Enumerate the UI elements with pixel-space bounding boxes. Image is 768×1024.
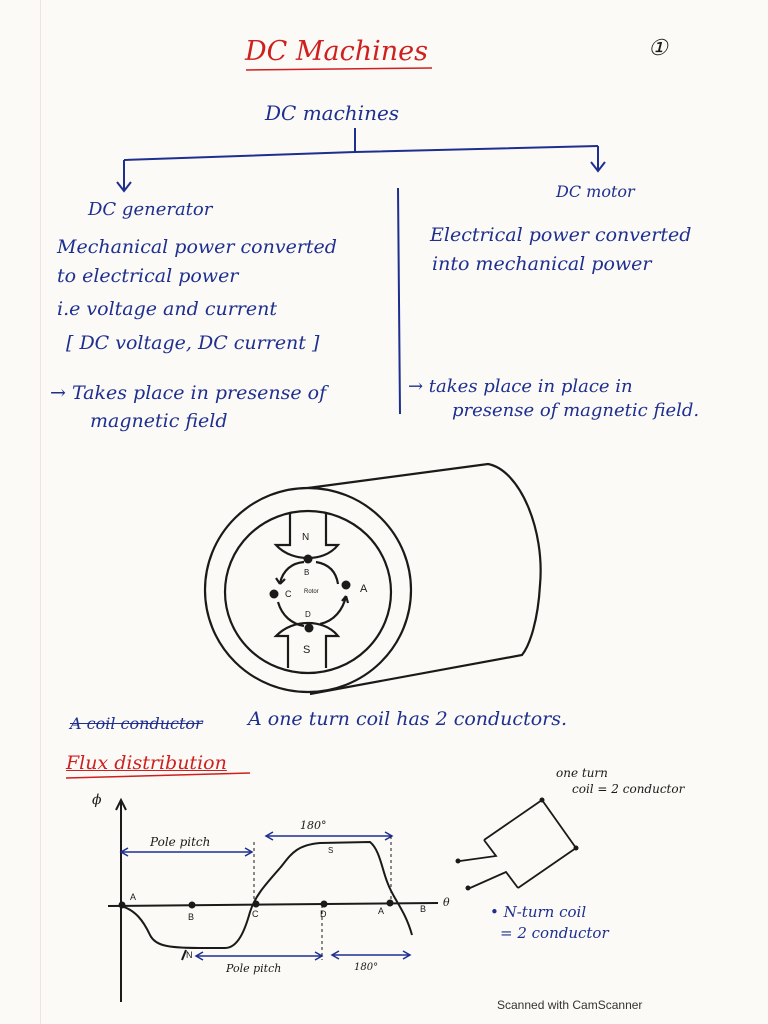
generator-note-2: magnetic field bbox=[90, 410, 228, 432]
generator-heading: DC generator bbox=[88, 199, 213, 220]
motor-note-1: → takes place in place in bbox=[408, 376, 633, 397]
theta-label: θ bbox=[443, 896, 450, 909]
pole-pitch-top-label: Pole pitch bbox=[149, 835, 210, 849]
dc-machine-drawing bbox=[203, 462, 542, 696]
conductor-c bbox=[269, 589, 279, 599]
n-turn-coil-2: = 2 conductor bbox=[500, 924, 609, 942]
coil-note-text: A one turn coil has 2 conductors. bbox=[248, 708, 568, 730]
conductor-b bbox=[303, 554, 313, 564]
generator-note-1: → Takes place in presense of bbox=[50, 382, 327, 404]
rotor-label: Rotor bbox=[304, 589, 319, 595]
coil-label-2: coil = 2 conductor bbox=[572, 782, 685, 796]
struck-coil-conductor: A coil conductor bbox=[70, 714, 203, 733]
flux-b-label: B bbox=[188, 912, 194, 922]
flux-d-label: D bbox=[320, 909, 327, 919]
conductor-d bbox=[304, 623, 314, 633]
generator-line-1: Mechanical power converted bbox=[57, 236, 337, 258]
motor-line-2: into mechanical power bbox=[432, 253, 652, 275]
rotation-arrow-3 bbox=[276, 601, 305, 628]
point-b-label: B bbox=[304, 568, 309, 577]
flux-points bbox=[118, 899, 394, 909]
flux-annotations bbox=[119, 831, 412, 961]
page-number: ① bbox=[648, 36, 668, 61]
phi-label: ϕ bbox=[92, 792, 102, 808]
deg-top-label: 180° bbox=[300, 819, 327, 832]
coil-lead-1 bbox=[459, 839, 498, 862]
conductor-points bbox=[269, 554, 351, 633]
point-c-label: C bbox=[285, 589, 292, 599]
coil-lead-2 bbox=[469, 870, 519, 889]
n-turn-coil-1: • N-turn coil bbox=[490, 903, 587, 921]
conductor-a bbox=[341, 580, 351, 590]
south-label: S bbox=[303, 644, 310, 656]
theta-axis bbox=[107, 902, 439, 907]
north-label: N bbox=[302, 532, 309, 543]
page-title: DC Machines bbox=[245, 36, 429, 67]
one-turn-coil-diagram bbox=[459, 798, 578, 889]
generator-line-2: to electrical power bbox=[57, 265, 239, 287]
point-d-label: D bbox=[305, 610, 311, 619]
flux-a-left-label: A bbox=[130, 892, 136, 902]
flux-c-label: C bbox=[252, 909, 259, 919]
n-label: N bbox=[186, 950, 193, 960]
yoke-inner bbox=[223, 509, 393, 675]
flux-heading: Flux distribution bbox=[66, 752, 227, 774]
south-pole bbox=[273, 621, 341, 668]
flux-guides bbox=[253, 836, 392, 960]
tree-root-label: DC machines bbox=[265, 101, 400, 125]
title-underline bbox=[245, 67, 433, 71]
deg-bottom-label: 180° bbox=[354, 962, 378, 973]
flux-a-right-label: A bbox=[378, 906, 384, 916]
flux-graph bbox=[107, 797, 439, 1002]
generator-line-3: i.e voltage and current bbox=[57, 298, 277, 320]
n-tick bbox=[181, 949, 187, 961]
phi-axis-arrow bbox=[115, 797, 127, 811]
rotation-arrow-2 bbox=[315, 560, 340, 585]
margin-line bbox=[40, 0, 41, 1024]
rotation-arrow-1 bbox=[278, 560, 305, 584]
column-divider bbox=[397, 187, 401, 415]
arrowhead-1 bbox=[275, 577, 286, 585]
tree-connector bbox=[116, 128, 606, 415]
scanner-watermark: Scanned with CamScanner bbox=[497, 998, 643, 1012]
generator-line-4: [ DC voltage, DC current ] bbox=[66, 332, 320, 354]
flux-heading-underline bbox=[65, 772, 251, 779]
pole-pitch-bottom-label: Pole pitch bbox=[225, 962, 281, 975]
motor-note-2: presense of magnetic field. bbox=[452, 400, 700, 421]
flux-b-right-label: B bbox=[420, 904, 426, 914]
coil-terminals bbox=[455, 797, 579, 891]
machine-body bbox=[307, 462, 542, 696]
rotation-arrow-4 bbox=[319, 595, 348, 626]
motor-line-1: Electrical power converted bbox=[430, 224, 692, 246]
arrowhead-2 bbox=[341, 595, 350, 604]
coil-loop bbox=[483, 798, 578, 889]
coil-label-1: one turn bbox=[556, 766, 608, 780]
s-label: S bbox=[328, 846, 333, 855]
point-a-label: A bbox=[360, 583, 368, 595]
flux-curve bbox=[120, 840, 413, 949]
motor-heading: DC motor bbox=[556, 182, 635, 201]
